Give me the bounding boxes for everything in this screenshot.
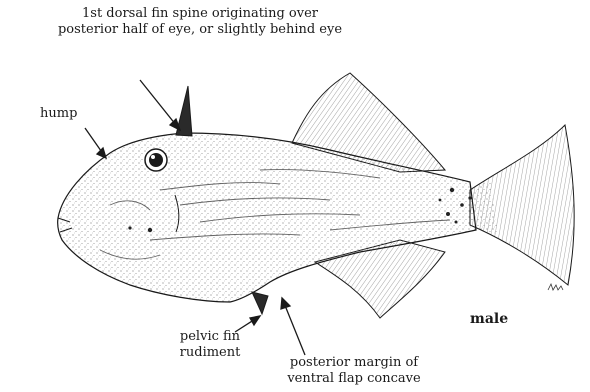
label-ventral-flap: posterior margin of ventral flap concave xyxy=(244,355,464,387)
label-sex: male xyxy=(470,311,530,327)
label-dorsal-spine: 1st dorsal fin spine originating over po… xyxy=(0,6,400,38)
pelvic-fin-rudiment xyxy=(252,292,268,314)
label-hump: hump xyxy=(40,106,100,122)
eye xyxy=(145,149,167,171)
artist-signature xyxy=(548,284,563,290)
